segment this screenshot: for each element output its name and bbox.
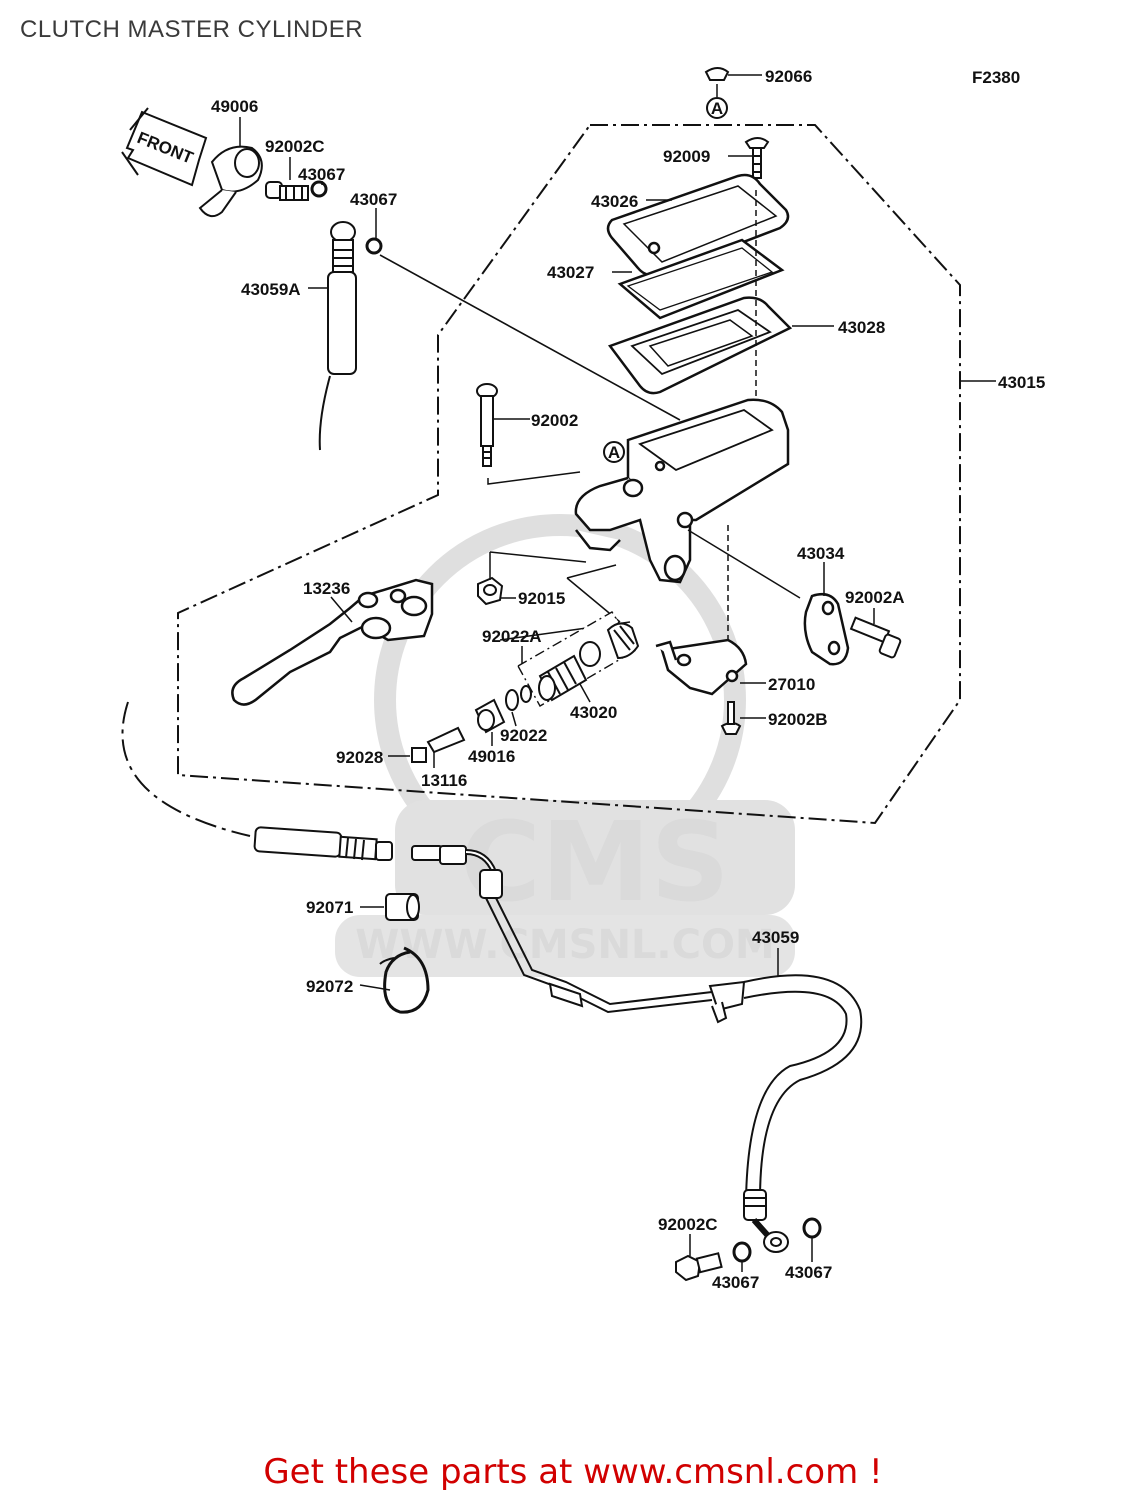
footer-link[interactable]: Get these parts at www.cmsnl.com !	[263, 1452, 883, 1492]
part-label: 92066	[765, 67, 812, 86]
leader-washer-to-cylinder	[379, 254, 681, 421]
part-label: 92022	[500, 726, 547, 745]
washer-bottom-1	[732, 1241, 752, 1263]
ref-marker-a-body	[603, 441, 625, 463]
washer-top-1	[310, 180, 328, 198]
hose-lower-left	[121, 701, 497, 874]
part-label: 49006	[211, 97, 258, 116]
clamp-bolt	[849, 616, 902, 659]
part-label: 92015	[518, 589, 565, 608]
ref-marker-a-top-label: A	[711, 99, 723, 118]
part-label: 43067	[350, 190, 397, 209]
part-label: 92002C	[658, 1215, 718, 1234]
nut-92015	[477, 576, 504, 606]
part-label: 43067	[785, 1263, 832, 1282]
figure-code: F2380	[972, 68, 1020, 87]
part-label: 43034	[797, 544, 845, 563]
screw-92009	[744, 137, 770, 179]
part-label: 92072	[306, 977, 353, 996]
part-label: 92002A	[845, 588, 905, 607]
part-labels: 92066 49006 92002C 43067 43067 92009 430…	[211, 67, 1045, 1292]
part-label: 13116	[421, 771, 467, 790]
part-label: 92002B	[768, 710, 828, 729]
ref-marker-a-body-label: A	[608, 443, 620, 462]
part-label: 43059A	[241, 280, 301, 299]
reservoir-cover	[606, 173, 790, 277]
front-arrow: FRONT	[121, 107, 208, 187]
part-label: 43028	[838, 318, 885, 337]
part-label: 13236	[303, 579, 350, 598]
part-label: 43067	[298, 165, 345, 184]
part-label: 43020	[570, 703, 617, 722]
switch-screw	[720, 701, 742, 735]
part-label: 43026	[591, 192, 638, 211]
clutch-switch	[655, 638, 748, 696]
watermark-url: WWW.CMSNL.COM	[355, 922, 775, 968]
part-label: 43015	[998, 373, 1045, 392]
leader-lines	[239, 74, 996, 1272]
master-cylinder-body	[574, 398, 790, 584]
banjo-bolt-bottom	[675, 1252, 723, 1282]
hose-clamp-band	[379, 946, 430, 1014]
part-label: 92009	[663, 147, 710, 166]
holder-clamp	[803, 593, 850, 666]
part-label: 92002C	[265, 137, 325, 156]
part-label: 92071	[306, 898, 353, 917]
pivot-bolt	[476, 383, 498, 467]
hose-collar	[385, 893, 420, 921]
banjo-bolt-top	[265, 181, 309, 201]
part-label: 49016	[468, 747, 515, 766]
diaphragm	[607, 296, 793, 395]
part-label: 43059	[752, 928, 799, 947]
part-label: 92028	[336, 748, 383, 767]
part-label: 43067	[712, 1273, 759, 1292]
ref-marker-a-top	[706, 97, 728, 119]
hose-upper-part	[318, 221, 357, 451]
reservoir-plate	[617, 238, 785, 320]
clutch-lever	[231, 578, 434, 706]
watermark-logo: CMS	[460, 798, 729, 926]
part-label: 27010	[768, 675, 815, 694]
push-rod-parts	[411, 685, 532, 763]
washer-top-2	[365, 237, 383, 255]
page-title: CLUTCH MASTER CYLINDER	[20, 16, 364, 43]
part-label: 43027	[547, 263, 594, 282]
piston-kit	[517, 611, 640, 707]
hose-guide-part	[198, 145, 263, 218]
part-label: 92022A	[482, 627, 542, 646]
part-label: 92002	[531, 411, 578, 430]
washer-bottom-2	[802, 1217, 822, 1239]
hose-lower-pipe	[479, 869, 863, 1253]
cap-screw-92066	[704, 67, 730, 81]
